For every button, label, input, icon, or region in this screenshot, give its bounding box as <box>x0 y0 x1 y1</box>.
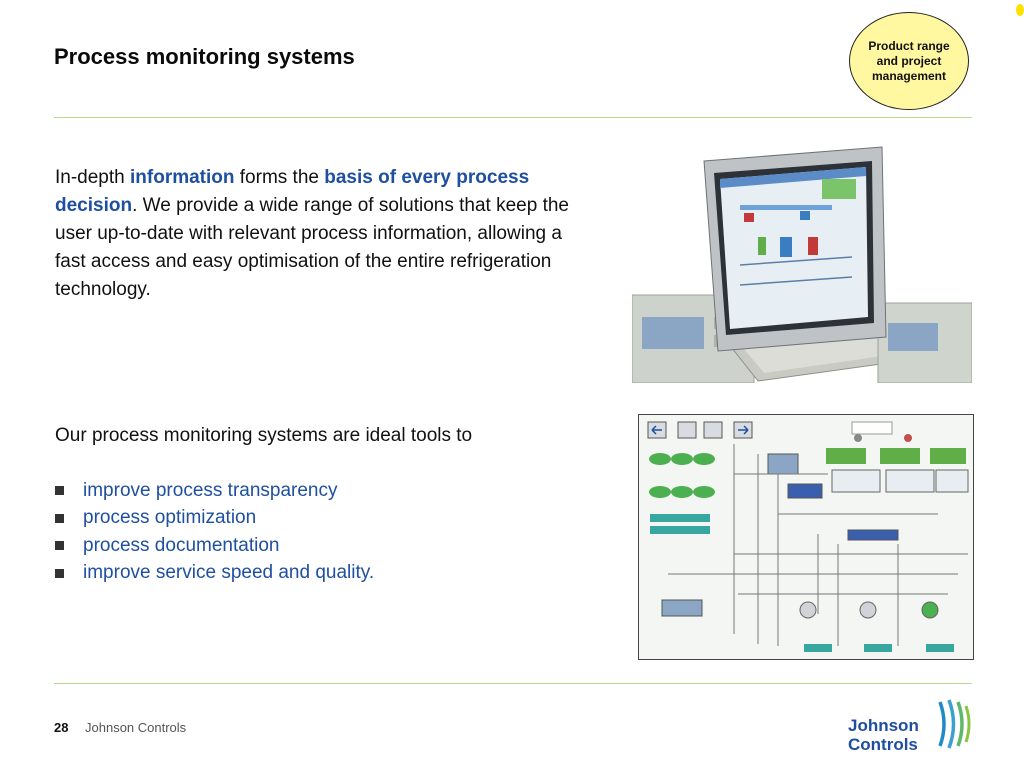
compressor-fans <box>649 453 715 498</box>
teal-labels <box>650 514 710 534</box>
controller-unit-right <box>877 302 972 383</box>
tools-heading: Our process monitoring systems are ideal… <box>55 425 473 446</box>
bullet-text: improve service speed and quality. <box>83 562 375 584</box>
footer-divider <box>54 683 972 684</box>
logo-word-2: Controls <box>848 735 918 754</box>
benefits-list: improve process transparency process opt… <box>55 477 374 587</box>
footer-company: Johnson Controls <box>85 720 187 735</box>
monitor <box>703 146 887 352</box>
pipe-lines <box>668 444 968 646</box>
list-item: improve service speed and quality. <box>55 560 374 588</box>
page-number: 28 <box>54 720 69 735</box>
bullet-text: improve process transparency <box>83 479 338 501</box>
bullet-text: process documentation <box>83 534 280 556</box>
square-bullet-icon <box>55 513 64 523</box>
header-indicators <box>851 421 912 442</box>
bullet-text: process optimization <box>83 507 257 529</box>
square-bullet-icon <box>55 541 64 551</box>
header-divider <box>54 117 972 118</box>
green-status-panels <box>826 448 966 464</box>
product-range-badge: Product range and project management <box>849 12 969 110</box>
badge-label: Product range and project management <box>868 38 950 83</box>
bottom-units <box>799 601 954 652</box>
intro-paragraph: In-depth information forms the basis of … <box>55 164 585 304</box>
list-item: process optimization <box>55 505 374 533</box>
square-bullet-icon <box>55 568 64 578</box>
process-screen-image <box>638 414 974 660</box>
corner-dot-icon <box>1016 4 1024 16</box>
intro-text-3: . We provide a wide range of solutions t… <box>55 195 569 300</box>
toolbar-icons <box>647 421 753 439</box>
intro-highlight-information: information <box>130 167 235 188</box>
slide-title: Process monitoring systems <box>54 44 355 69</box>
intro-highlight-basis: basis of every process decision <box>55 167 530 216</box>
globe-icon <box>938 699 971 749</box>
square-bullet-icon <box>55 486 64 496</box>
intro-text-2: forms the <box>234 167 325 188</box>
list-item: process documentation <box>55 532 374 560</box>
johnson-controls-logo: Johnson Controls <box>848 698 974 756</box>
list-item: improve process transparency <box>55 477 374 505</box>
evaporator-units <box>661 453 969 617</box>
monitor-hardware-photo <box>632 145 972 383</box>
intro-text-1: In-depth <box>55 167 130 188</box>
logo-word-1: Johnson <box>848 716 919 735</box>
